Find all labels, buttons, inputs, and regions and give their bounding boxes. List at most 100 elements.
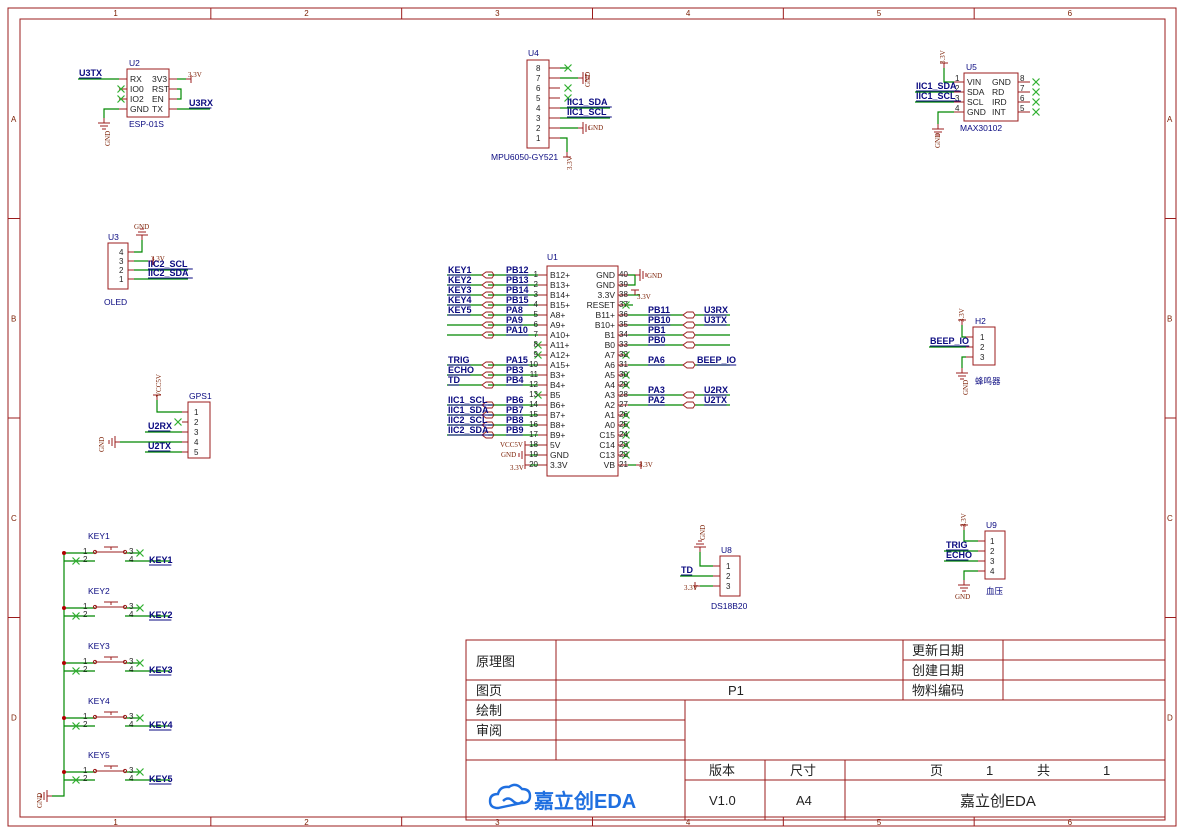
- tb-part-number: 物料编码: [912, 683, 964, 698]
- u1-pin-num: 24: [619, 430, 628, 439]
- u1-pin-label: 5V: [550, 440, 561, 450]
- no-connect-stroke: [117, 95, 125, 103]
- u1-port-label: PA8: [506, 305, 523, 315]
- u1-pin-num: 12: [529, 380, 538, 389]
- u1-port-label: PB3: [506, 365, 524, 375]
- u1-pin-label: B6+: [550, 400, 565, 410]
- power-flag-icon: [186, 75, 192, 83]
- no-connect-icon: [72, 612, 80, 620]
- power-flag-icon: [694, 582, 700, 590]
- u1-pin-label: B15+: [550, 300, 570, 310]
- u4-vcc-wire: [560, 137, 568, 152]
- no-connect-stroke: [622, 411, 630, 419]
- ground-icon: [578, 72, 590, 84]
- ground-label: GND: [134, 223, 149, 231]
- no-connect-stroke: [622, 381, 630, 389]
- frame-column-label: 1: [113, 818, 118, 827]
- junction-dot: [62, 606, 66, 610]
- net-port: [481, 291, 495, 299]
- u2-gnd-wire: [103, 108, 119, 118]
- net-port: [481, 321, 495, 329]
- u1-port-label: PB11: [648, 305, 670, 315]
- no-connect-icon: [72, 667, 80, 675]
- u9-designator: U9: [986, 520, 997, 530]
- u3-net-scl: IIC2_SCL: [148, 259, 188, 269]
- power-flag-icon: [153, 394, 161, 400]
- u1-pin-num: 6: [534, 320, 539, 329]
- h2-gnd-wire: [961, 356, 966, 368]
- u1-pin-label: RESET: [587, 300, 615, 310]
- no-connect-stroke: [622, 301, 630, 309]
- frame-column-label: 1: [113, 9, 118, 18]
- u1-pin-num: 9: [534, 350, 539, 359]
- u1-net-label: KEY2: [448, 275, 472, 285]
- u9-name: 血压: [986, 586, 1004, 596]
- tb-reviewed-by: 审阅: [476, 723, 502, 738]
- u3-net-sda: IIC2_SDA: [148, 268, 189, 278]
- no-connect-icon: [622, 381, 630, 389]
- gps1-vcc-wire: [156, 400, 182, 413]
- key-gnd-bus: [52, 553, 65, 797]
- u8-gnd-wire: [699, 552, 713, 567]
- no-connect-icon: [1032, 78, 1040, 86]
- no-connect-stroke: [564, 64, 572, 72]
- u1-port-label: PB9: [506, 425, 524, 435]
- u1-pin-num: 13: [529, 390, 538, 399]
- key-pin-num: 1: [83, 547, 88, 556]
- u1-pin-num: 11: [530, 370, 539, 379]
- tb-page-label: 图页: [476, 683, 502, 698]
- no-connect-stroke: [72, 776, 80, 784]
- net-port: [682, 331, 696, 339]
- no-connect-stroke: [72, 612, 80, 620]
- power-flag-icon: [524, 441, 530, 449]
- u1-pin-label: B1: [605, 330, 616, 340]
- power-flag-icon: [940, 62, 948, 68]
- net-port: [481, 381, 495, 389]
- no-connect-stroke: [622, 371, 630, 379]
- no-connect-stroke: [534, 391, 542, 399]
- no-connect-stroke: [117, 85, 125, 93]
- u4-net-sda: IIC1_SDA: [567, 97, 608, 107]
- no-connect-icon: [564, 64, 572, 72]
- no-connect-stroke: [622, 451, 630, 459]
- ground-label: GND: [699, 525, 707, 540]
- no-connect-icon: [534, 351, 542, 359]
- u1-pin-num: 4: [534, 300, 539, 309]
- key-pin-num: 1: [83, 657, 88, 666]
- gps1-pin-num: 4: [194, 438, 199, 447]
- key-pin-num: 3: [129, 602, 134, 611]
- no-connect-icon: [72, 722, 80, 730]
- u1-pin-num: 27: [619, 400, 628, 409]
- logo-text: 嘉立创EDA: [533, 789, 636, 813]
- u1-pin-label: GND: [596, 280, 615, 290]
- key-pin-num: 4: [129, 665, 134, 674]
- u1-pin-label: 3.3V: [598, 290, 616, 300]
- u1-port-label: PB10: [648, 315, 671, 325]
- u9-gnd-wire: [963, 570, 978, 580]
- no-connect-stroke: [136, 549, 144, 557]
- u2-net-rx: U3TX: [79, 68, 102, 78]
- no-connect-stroke: [622, 351, 630, 359]
- u1-pin-num: 17: [529, 430, 538, 439]
- u1-pin-label: B9+: [550, 430, 565, 440]
- no-connect-stroke: [72, 667, 80, 675]
- power-label: 3.3V: [684, 584, 698, 592]
- u2-pin-label: RX: [130, 74, 142, 84]
- key-contact-dot: [92, 768, 98, 774]
- u1-port-label: PB15: [506, 295, 529, 305]
- u2-net-tx: U3RX: [189, 98, 213, 108]
- key-contact-dot: [122, 659, 128, 665]
- u3-designator: U3: [108, 232, 119, 242]
- u3-pin-num: 4: [119, 248, 124, 257]
- frame-column-label: 2: [304, 818, 309, 827]
- u1-pin-label: GND: [550, 450, 569, 460]
- ground-icon: [956, 368, 968, 380]
- frame-row-label: B: [1167, 314, 1172, 323]
- u1-net-label: KEY3: [448, 285, 472, 295]
- power-label: VCC5V: [155, 374, 163, 397]
- u5-pin-num: 6: [1020, 94, 1025, 103]
- key-pin-num: 2: [83, 610, 88, 619]
- u8-pin-num: 2: [726, 572, 731, 581]
- power-label: 3.3V: [188, 71, 202, 79]
- u4-pin-num: 7: [536, 74, 541, 83]
